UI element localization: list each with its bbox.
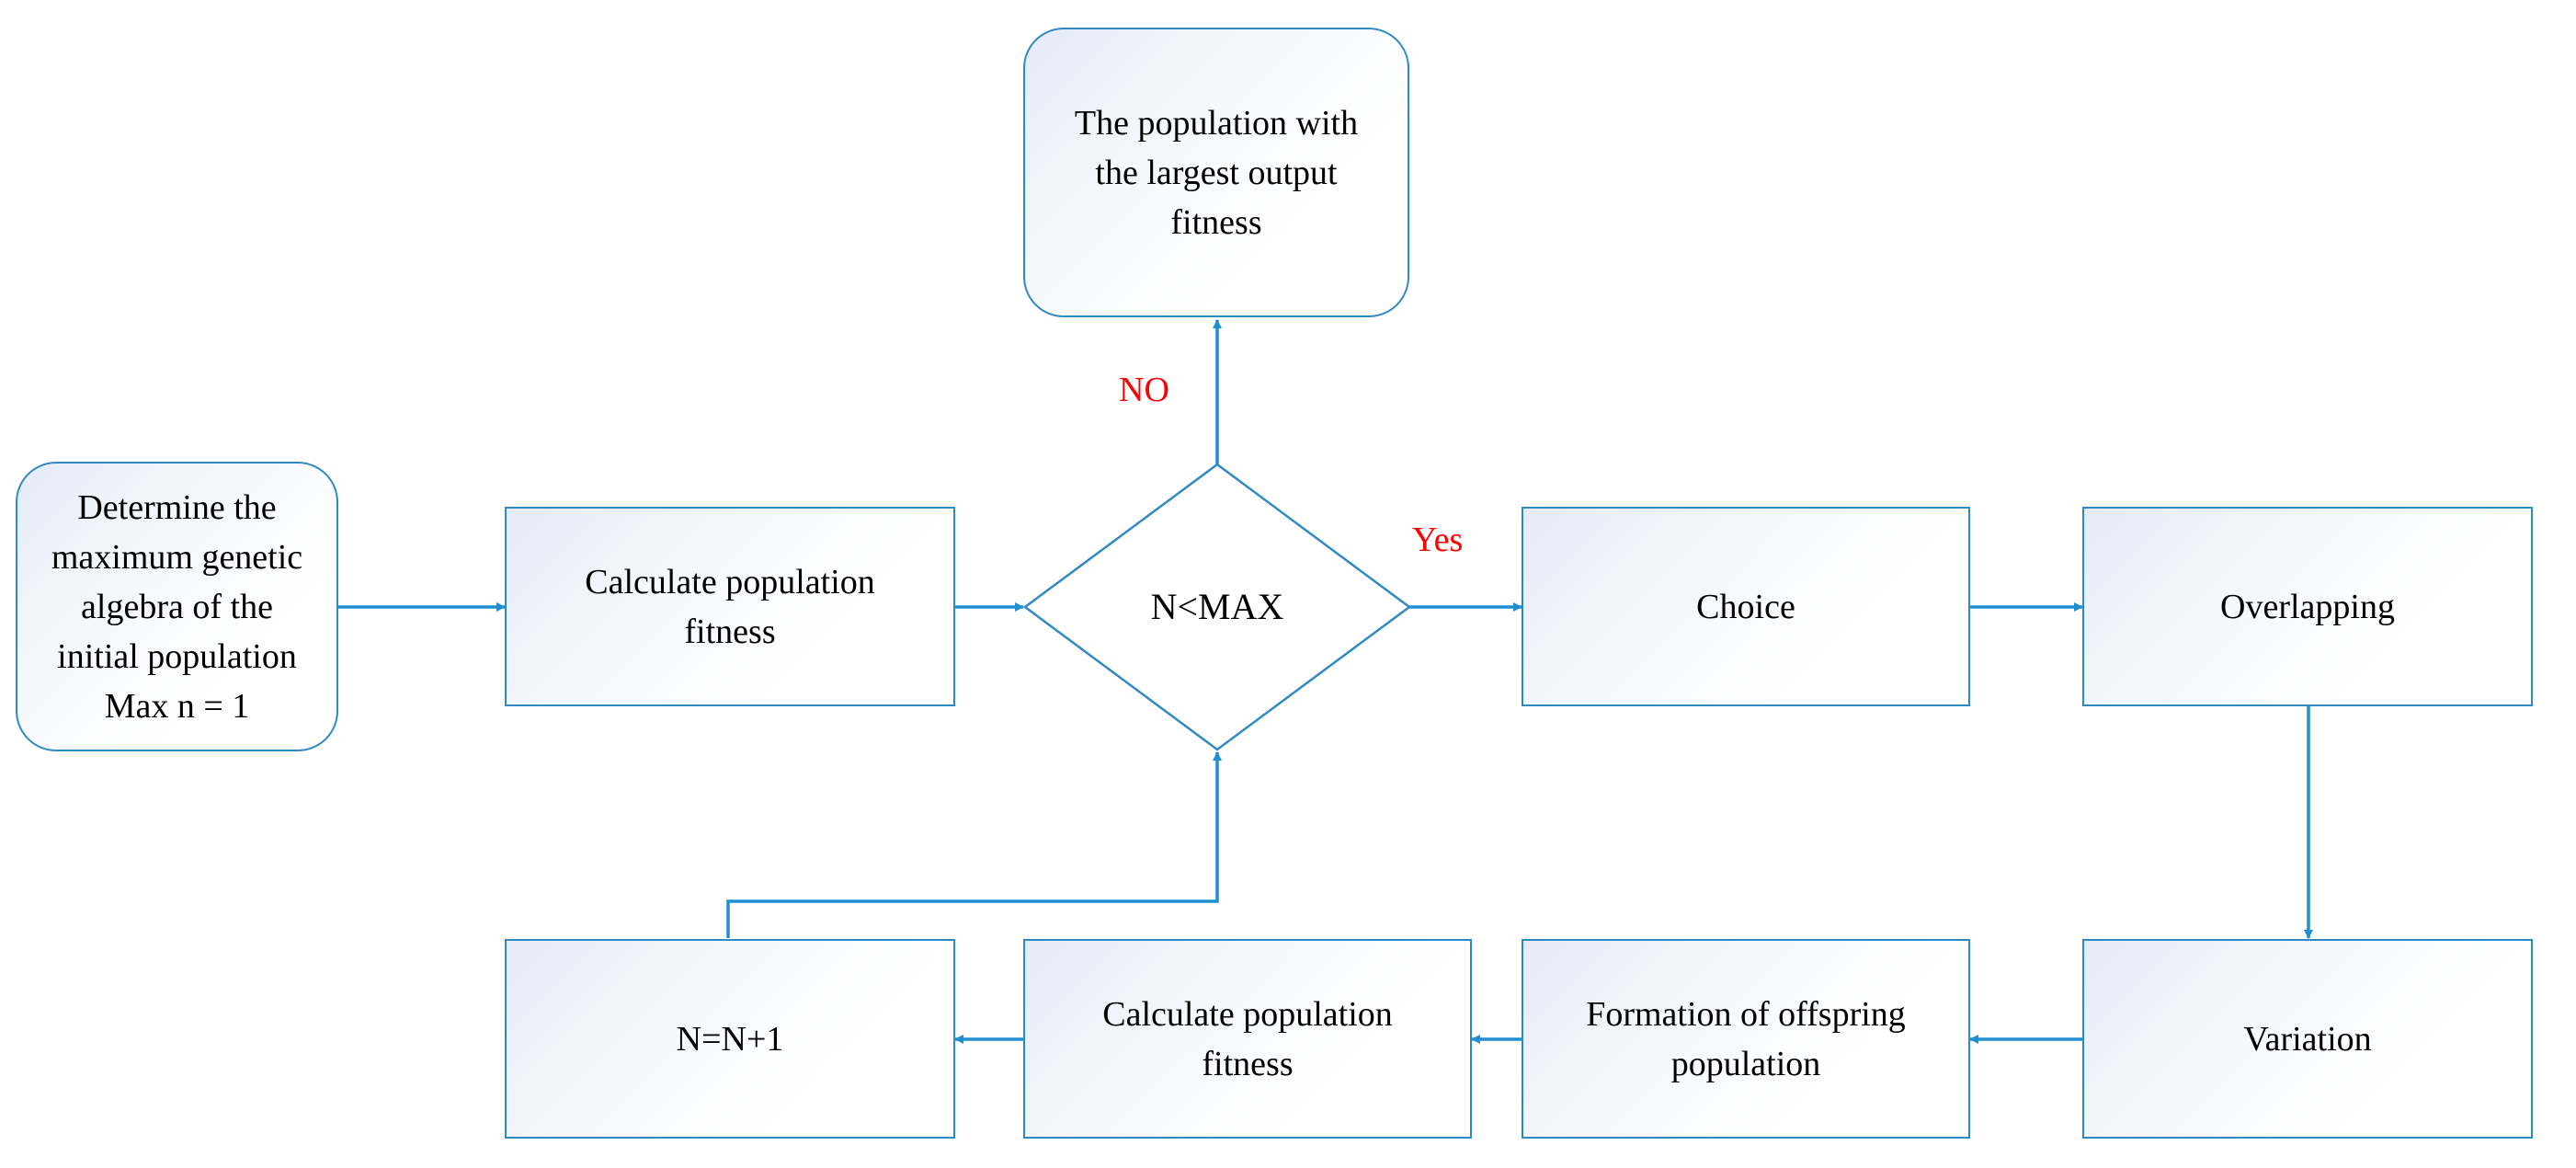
variation-text: Variation xyxy=(2243,1019,2372,1059)
no-label: NO xyxy=(1119,371,1169,409)
increment-node: N=N+1 xyxy=(505,939,955,1139)
output-node: The population with the largest output f… xyxy=(1023,28,1409,317)
increment-text: N=N+1 xyxy=(676,1019,784,1059)
calculate-fitness-top-text: Calculate population fitness xyxy=(585,562,875,651)
start-node: Determine the maximum genetic algebra of… xyxy=(16,462,338,751)
offspring-node: Formation of offspring population xyxy=(1522,939,1970,1139)
arrow-increment-to-decision xyxy=(726,751,1222,938)
calculate-fitness-node-top: Calculate population fitness xyxy=(505,507,955,706)
decision-diamond xyxy=(1022,463,1412,751)
start-node-text: Determine the maximum genetic algebra of… xyxy=(51,487,303,726)
choice-text: Choice xyxy=(1696,587,1795,626)
overlapping-node: Overlapping xyxy=(2082,507,2533,706)
output-node-text: The population with the largest output f… xyxy=(1074,103,1359,242)
yes-label: Yes xyxy=(1412,521,1464,559)
offspring-text: Formation of offspring population xyxy=(1586,994,1906,1083)
calculate-fitness-node-bottom: Calculate population fitness xyxy=(1023,939,1472,1139)
calculate-fitness-bottom-text: Calculate population fitness xyxy=(1102,994,1393,1083)
variation-node: Variation xyxy=(2082,939,2533,1139)
overlapping-text: Overlapping xyxy=(2220,587,2395,626)
choice-node: Choice xyxy=(1522,507,1970,706)
decision-text: N<MAX xyxy=(1150,586,1284,627)
